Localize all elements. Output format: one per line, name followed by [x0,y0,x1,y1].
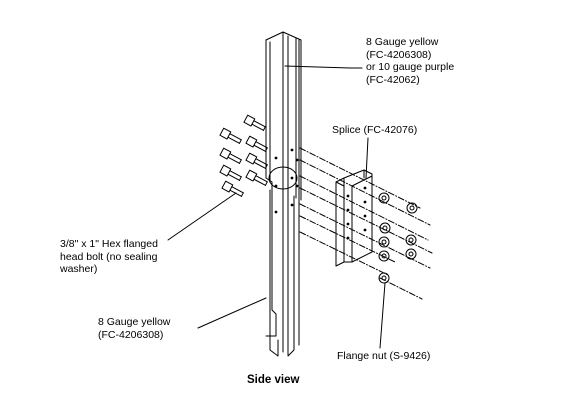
splice-holes [346,186,367,240]
label-lower-post: 8 Gauge yellow (FC-4206308) [98,316,171,341]
leader-lines [167,65,386,349]
diagram-caption: Side view [247,374,300,386]
label-flange-nut: Flange nut (S-9426) [337,350,431,362]
label-splice: Splice (FC-42076) [332,124,418,136]
hex-bolts [219,114,268,197]
splice-plate [335,169,373,267]
label-bolt: 3/8" x 1" Hex flanged head bolt (no seal… [60,238,158,275]
lower-post [269,189,300,357]
label-upper-post: 8 Gauge yellow (FC-4206308) or 10 gauge … [366,36,455,86]
post-holes [274,148,299,214]
flange-nuts [378,192,418,284]
